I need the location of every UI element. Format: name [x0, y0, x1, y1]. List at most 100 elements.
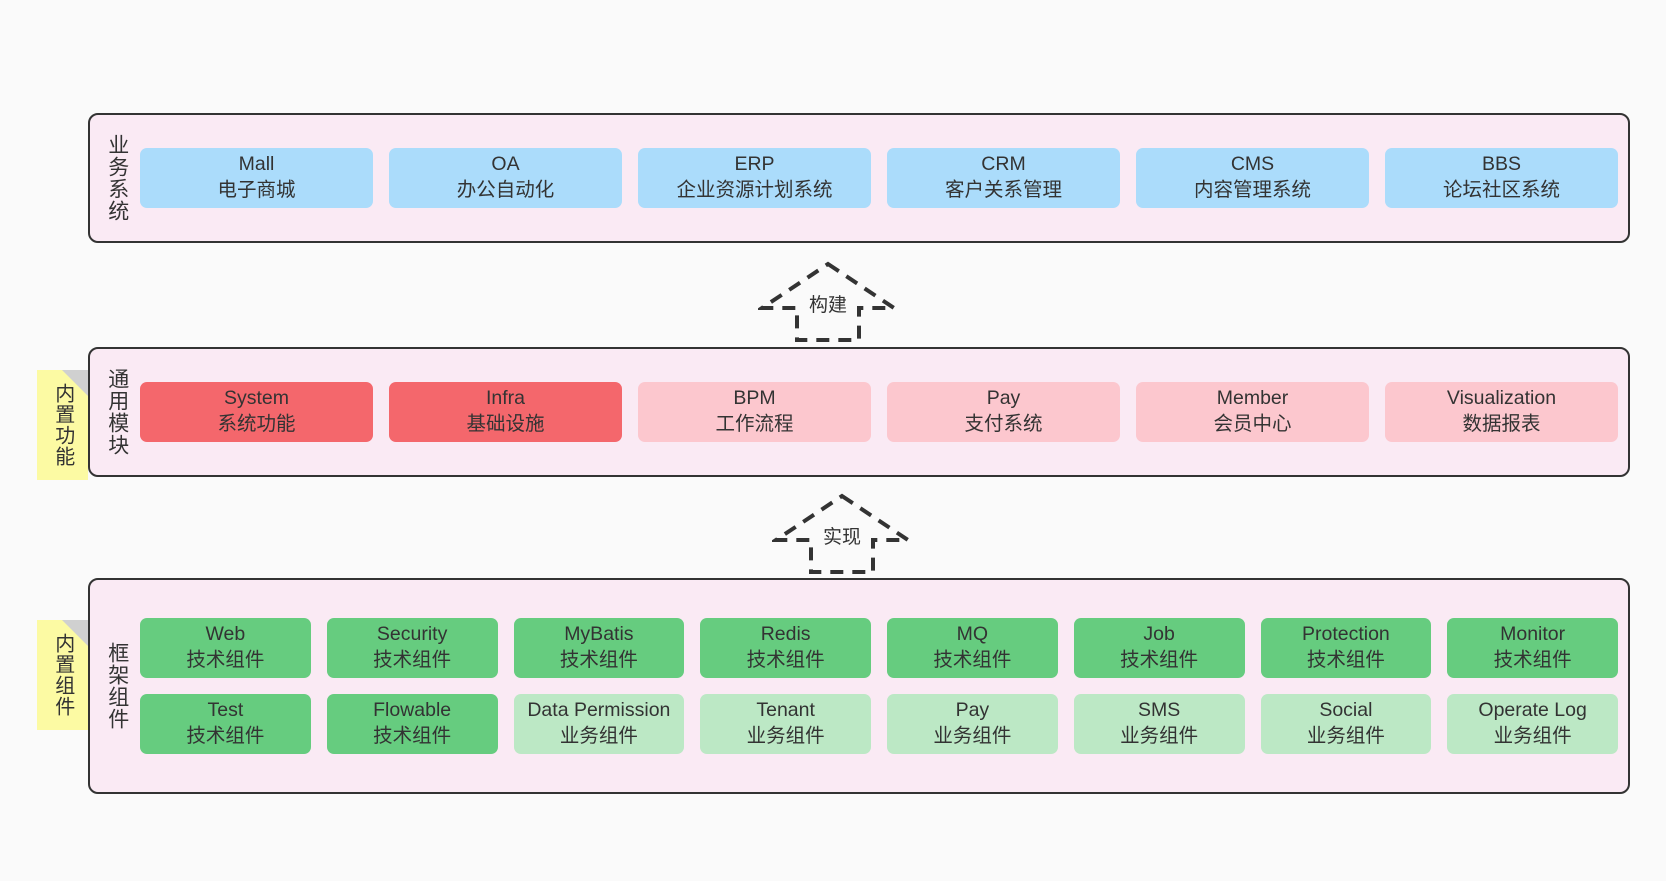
card-subtitle: 技术组件: [559, 649, 638, 672]
card-subtitle: 会员中心: [1213, 413, 1292, 435]
card-title: ERP: [734, 153, 775, 176]
card-title: Pay: [986, 387, 1021, 410]
card-title: MyBatis: [564, 623, 634, 646]
card-title: MQ: [956, 623, 989, 646]
arrow-build-icon: [755, 261, 901, 342]
layer-framework-component: 框架组件 Web 技术组件 Security 技术组件 MyBatis 技术组件…: [88, 578, 1630, 794]
card-subtitle: 业务组件: [559, 724, 638, 747]
card-system[interactable]: System 系统功能: [140, 382, 373, 442]
card-subtitle: 技术组件: [933, 649, 1012, 672]
card-title: CRM: [981, 153, 1026, 176]
card-erp[interactable]: ERP 企业资源计划系统: [638, 148, 871, 208]
card-subtitle: 技术组件: [373, 724, 452, 747]
card-subtitle: 技术组件: [1306, 649, 1385, 672]
card-subtitle: 业务组件: [746, 724, 825, 747]
card-subtitle: 企业资源计划系统: [676, 179, 833, 201]
card-pay-module[interactable]: Pay 支付系统: [887, 382, 1120, 442]
card-subtitle: 技术组件: [1120, 649, 1199, 672]
card-bpm[interactable]: BPM 工作流程: [638, 382, 871, 442]
arrow-implement: 实现: [769, 492, 915, 576]
card-subtitle: 数据报表: [1462, 413, 1541, 435]
card-job[interactable]: Job 技术组件: [1073, 618, 1245, 678]
card-title: BPM: [733, 387, 776, 410]
card-subtitle: 技术组件: [1493, 649, 1572, 672]
card-flowable[interactable]: Flowable 技术组件: [326, 694, 498, 754]
card-subtitle: 电子商城: [217, 179, 296, 201]
card-mall[interactable]: Mall 电子商城: [140, 148, 373, 208]
card-title: Data Permission: [527, 699, 671, 721]
card-pay-component[interactable]: Pay 业务组件: [887, 694, 1058, 754]
card-protection[interactable]: Protection 技术组件: [1260, 618, 1432, 678]
card-title: OA: [491, 153, 520, 176]
card-subtitle: 业务组件: [1120, 724, 1199, 747]
card-monitor[interactable]: Monitor 技术组件: [1447, 618, 1618, 678]
layer-title-business-system: 业务系统: [105, 134, 129, 222]
card-title: Pay: [955, 699, 990, 721]
card-title: Security: [376, 623, 448, 646]
card-subtitle: 论坛社区系统: [1442, 179, 1560, 201]
card-subtitle: 技术组件: [373, 649, 452, 672]
layer-body-framework-component: Web 技术组件 Security 技术组件 MyBatis 技术组件 Redi…: [140, 588, 1618, 784]
note-builtin-function: 内置功能: [37, 370, 88, 480]
card-mq[interactable]: MQ 技术组件: [887, 618, 1058, 678]
card-subtitle: 内容管理系统: [1193, 179, 1311, 201]
card-title: Operate Log: [1478, 699, 1587, 721]
card-subtitle: 支付系统: [964, 413, 1043, 435]
card-subtitle: 基础设施: [466, 413, 545, 435]
card-title: CMS: [1230, 153, 1275, 176]
card-title: Infra: [485, 387, 526, 410]
card-security[interactable]: Security 技术组件: [326, 618, 498, 678]
card-redis[interactable]: Redis 技术组件: [700, 618, 871, 678]
card-subtitle: 办公自动化: [456, 179, 555, 201]
card-title: Tenant: [756, 699, 815, 721]
arrow-implement-icon: [769, 493, 915, 574]
card-subtitle: 技术组件: [186, 724, 265, 747]
card-subtitle: 业务组件: [1306, 724, 1385, 747]
layer-common-module: 通用模块 System 系统功能 Infra 基础设施 BPM 工作流程 Pay…: [88, 347, 1630, 477]
note-builtin-component: 内置组件: [37, 620, 88, 730]
card-subtitle: 业务组件: [933, 724, 1012, 747]
card-member[interactable]: Member 会员中心: [1136, 382, 1369, 442]
card-title: Protection: [1301, 623, 1390, 646]
card-row: Web 技术组件 Security 技术组件 MyBatis 技术组件 Redi…: [140, 618, 1618, 678]
card-cms[interactable]: CMS 内容管理系统: [1136, 148, 1369, 208]
card-mybatis[interactable]: MyBatis 技术组件: [513, 618, 685, 678]
card-title: Redis: [760, 623, 811, 646]
card-row: Mall 电子商城 OA 办公自动化 ERP 企业资源计划系统 CRM 客户关系…: [140, 148, 1618, 208]
card-bbs[interactable]: BBS 论坛社区系统: [1385, 148, 1618, 208]
card-subtitle: 技术组件: [186, 649, 265, 672]
card-subtitle: 工作流程: [715, 413, 794, 435]
card-operate-log[interactable]: Operate Log 业务组件: [1447, 694, 1618, 754]
card-crm[interactable]: CRM 客户关系管理: [887, 148, 1120, 208]
arrow-build: 构建: [755, 260, 901, 344]
card-social[interactable]: Social 业务组件: [1260, 694, 1432, 754]
card-title: Visualization: [1446, 387, 1557, 410]
card-visualization[interactable]: Visualization 数据报表: [1385, 382, 1618, 442]
layer-title-framework-component: 框架组件: [105, 642, 129, 730]
card-sms[interactable]: SMS 业务组件: [1073, 694, 1245, 754]
card-web[interactable]: Web 技术组件: [140, 618, 311, 678]
card-title: Job: [1143, 623, 1175, 646]
card-title: SMS: [1137, 699, 1181, 721]
card-title: Social: [1319, 699, 1373, 721]
card-data-permission[interactable]: Data Permission 业务组件: [513, 694, 685, 754]
card-subtitle: 业务组件: [1493, 724, 1572, 747]
card-infra[interactable]: Infra 基础设施: [389, 382, 622, 442]
card-subtitle: 技术组件: [746, 649, 825, 672]
card-row: Test 技术组件 Flowable 技术组件 Data Permission …: [140, 694, 1618, 754]
card-title: Web: [205, 623, 246, 646]
layer-title-common-module: 通用模块: [105, 368, 129, 456]
card-title: Monitor: [1500, 623, 1566, 646]
card-test[interactable]: Test 技术组件: [140, 694, 311, 754]
layer-body-business-system: Mall 电子商城 OA 办公自动化 ERP 企业资源计划系统 CRM 客户关系…: [140, 123, 1618, 233]
card-oa[interactable]: OA 办公自动化: [389, 148, 622, 208]
card-title: Mall: [238, 153, 275, 176]
card-row: System 系统功能 Infra 基础设施 BPM 工作流程 Pay 支付系统…: [140, 382, 1618, 442]
card-subtitle: 系统功能: [217, 413, 296, 435]
card-tenant[interactable]: Tenant 业务组件: [700, 694, 871, 754]
card-title: Member: [1216, 387, 1289, 410]
card-title: System: [223, 387, 289, 410]
note-label: 内置功能: [51, 383, 74, 467]
note-label: 内置组件: [51, 633, 74, 717]
layer-body-common-module: System 系统功能 Infra 基础设施 BPM 工作流程 Pay 支付系统…: [140, 357, 1618, 467]
